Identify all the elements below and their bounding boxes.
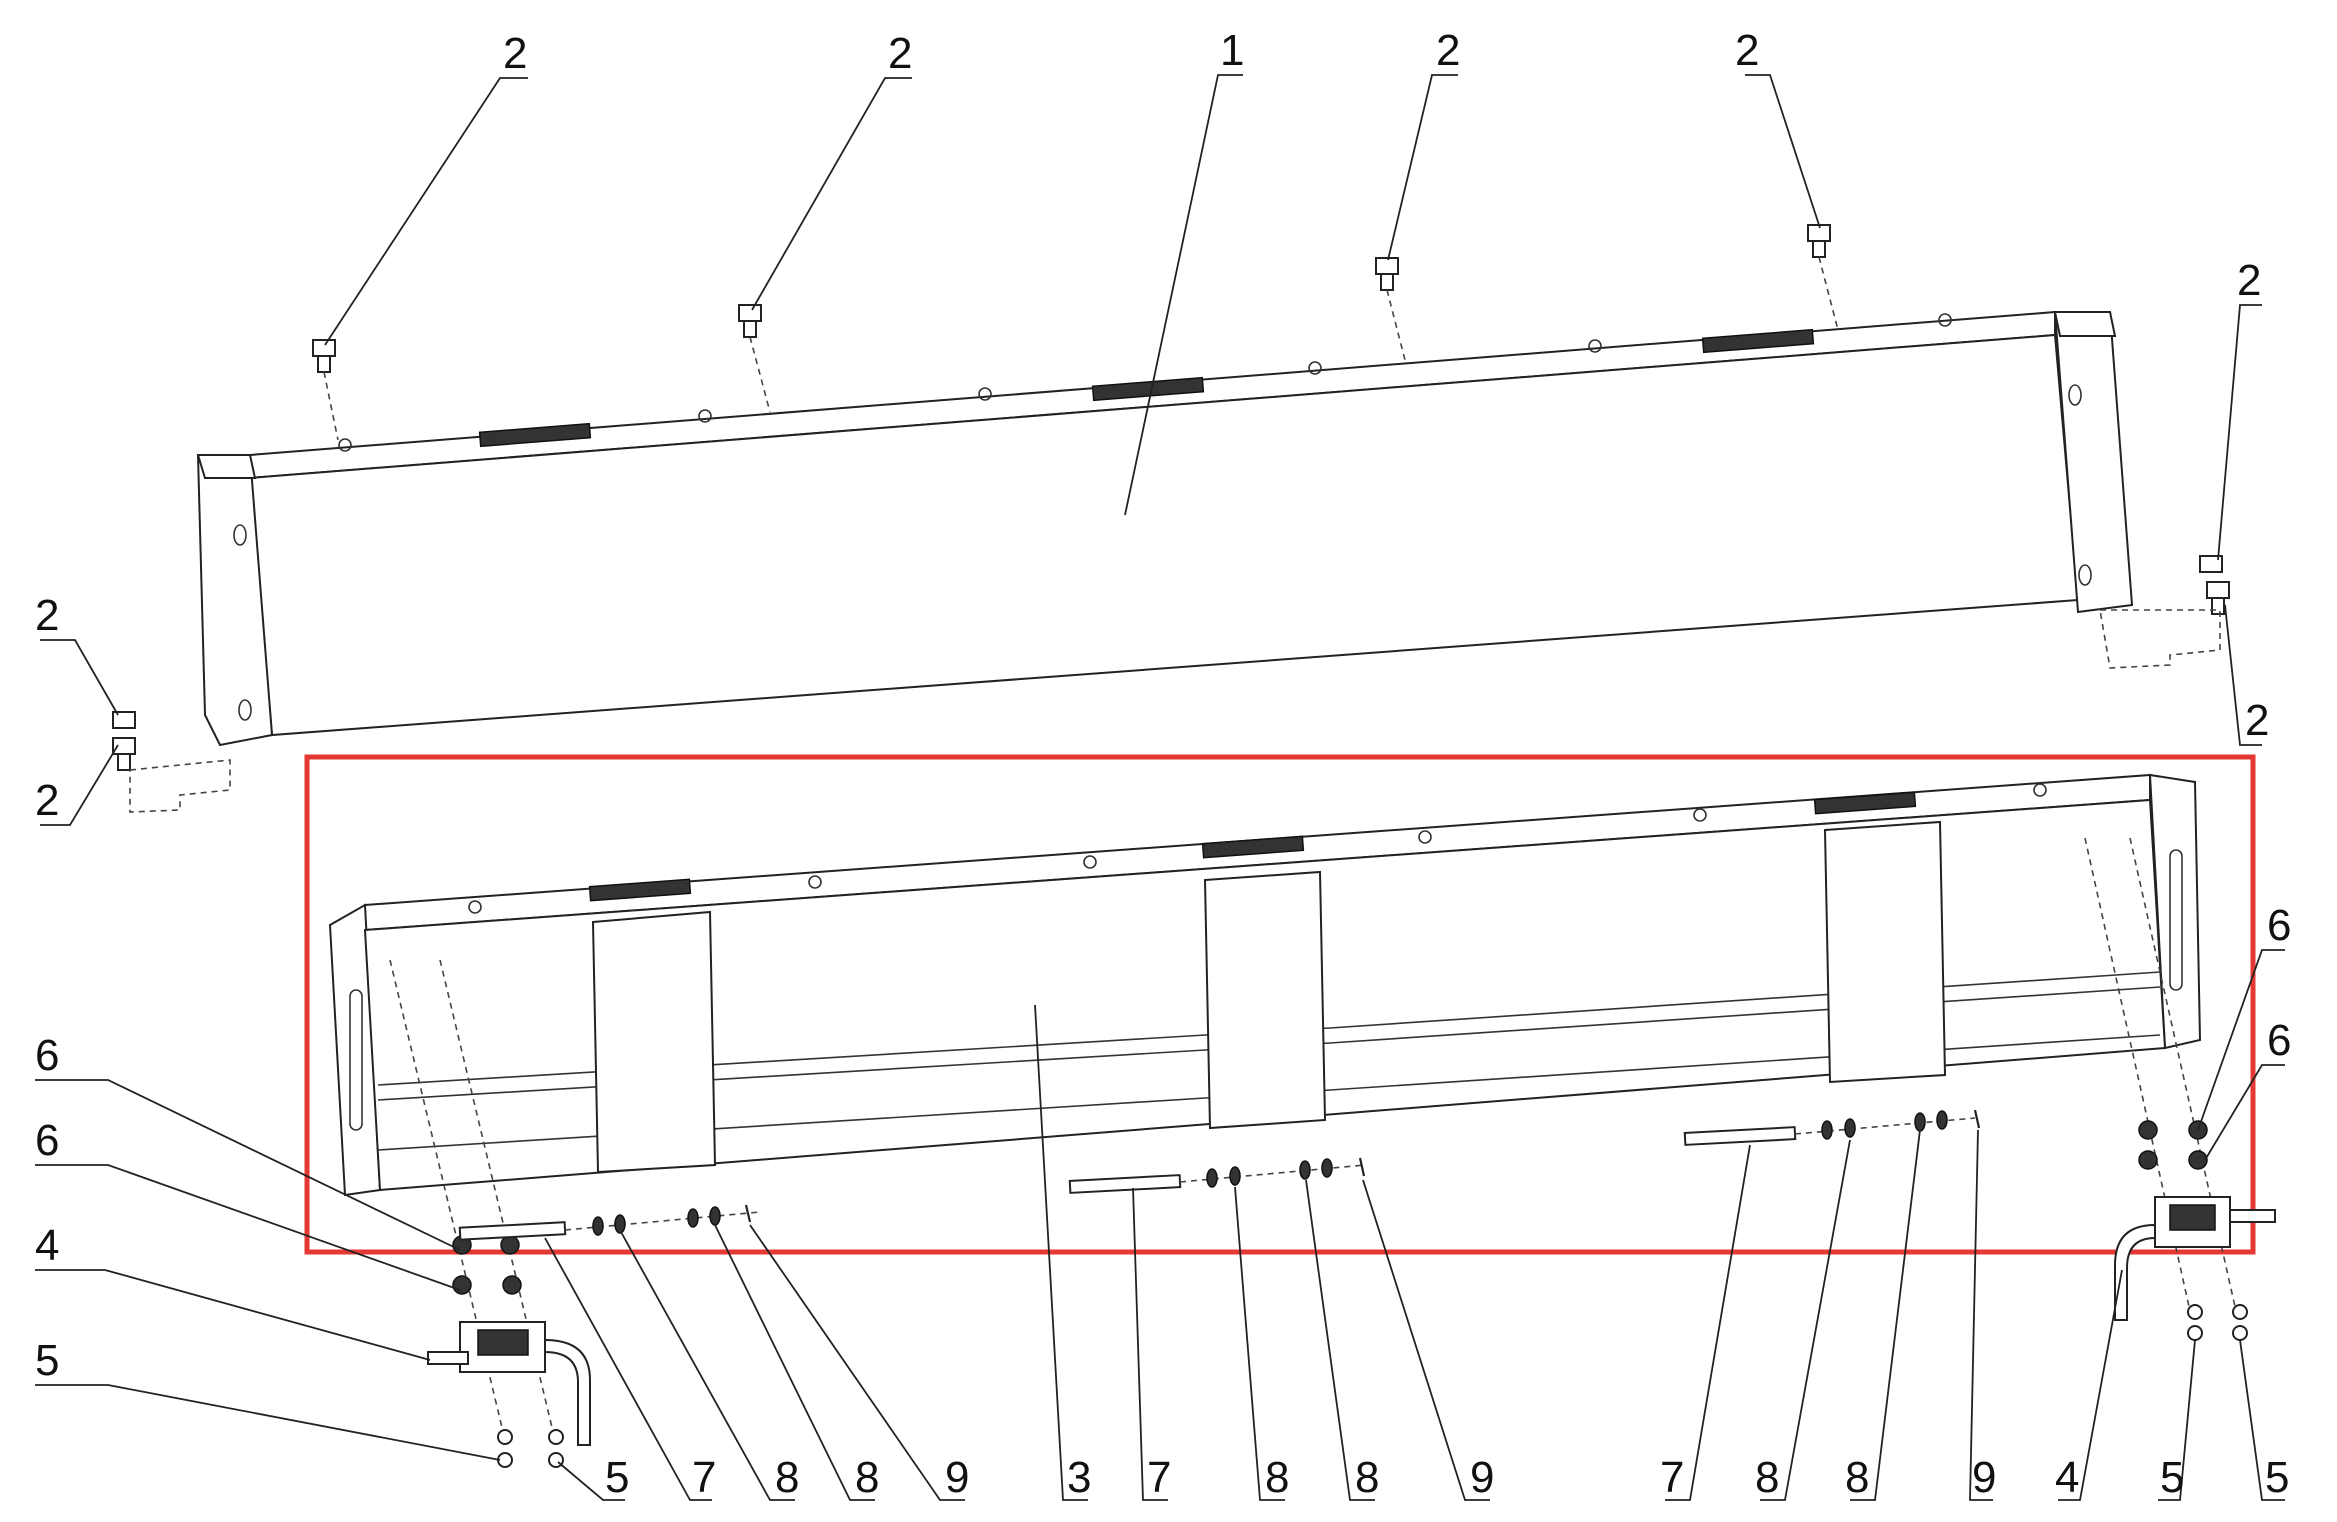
lower-frame xyxy=(328,773,2202,1197)
callout-label: 2 xyxy=(1436,26,1460,75)
bolt-icon xyxy=(1375,257,1399,291)
latch-handle-left xyxy=(544,1338,591,1446)
bolt-icon xyxy=(1807,224,1831,258)
callout-label: 5 xyxy=(605,1453,629,1502)
callout-label: 9 xyxy=(1972,1453,1996,1502)
bolt-icon xyxy=(312,339,336,373)
callout-label: 7 xyxy=(1147,1453,1171,1502)
callout-label: 1 xyxy=(1220,26,1244,75)
upper-panel-left-tab xyxy=(196,454,257,479)
pin-icon xyxy=(1068,1174,1182,1194)
lower-frame-holes xyxy=(349,783,2183,1131)
callout-label: 7 xyxy=(692,1453,716,1502)
callout-label: 2 xyxy=(1735,26,1759,75)
callout-label: 6 xyxy=(35,1116,59,1165)
lower-slot-3 xyxy=(1813,791,1917,815)
callout-label: 2 xyxy=(2237,256,2261,305)
lower-slot-1 xyxy=(588,878,692,902)
callout-label: 2 xyxy=(503,29,527,78)
bolts-top xyxy=(112,224,2230,813)
callout-label: 2 xyxy=(888,29,912,78)
callout-label: 5 xyxy=(2265,1453,2289,1502)
upper-slot-1 xyxy=(478,422,592,448)
callout-label: 8 xyxy=(1265,1453,1289,1502)
lower-frame-post-left xyxy=(591,910,717,1174)
bolt-icon xyxy=(738,304,762,338)
lower-frame-post-right xyxy=(1823,820,1947,1084)
lower-slot-2 xyxy=(1201,835,1305,859)
pins-and-washers xyxy=(458,1109,1981,1241)
pin-icon xyxy=(1683,1126,1797,1146)
upper-slot-3 xyxy=(1701,328,1815,354)
bolt-icon xyxy=(112,711,136,771)
leader-lines xyxy=(35,74,2285,1501)
callout-label: 6 xyxy=(2267,1016,2291,1065)
latch-handle-right xyxy=(2114,1223,2156,1321)
callout-label: 2 xyxy=(2245,696,2269,745)
upper-panel-right-tab xyxy=(2053,311,2117,337)
callout-labels: 2 2 1 2 2 2 2 2 2 6 6 4 5 5 7 8 8 9 3 7 … xyxy=(35,26,2291,1502)
lower-frame-post-center xyxy=(1203,870,1327,1130)
callout-label: 8 xyxy=(775,1453,799,1502)
right-latch-assembly xyxy=(2084,837,2276,1341)
callout-label: 9 xyxy=(945,1453,969,1502)
callout-label: 8 xyxy=(1755,1453,1779,1502)
callout-label: 5 xyxy=(2160,1453,2184,1502)
upper-slot-2 xyxy=(1091,376,1205,402)
callout-label: 2 xyxy=(35,776,59,825)
callout-label: 3 xyxy=(1067,1453,1091,1502)
upper-panel xyxy=(196,310,2134,747)
highlight-box xyxy=(304,754,2256,1255)
pin-icon xyxy=(458,1221,567,1241)
callout-label: 6 xyxy=(35,1031,59,1080)
callout-label: 8 xyxy=(855,1453,879,1502)
callout-label: 2 xyxy=(35,591,59,640)
callout-label: 6 xyxy=(2267,901,2291,950)
callout-label: 8 xyxy=(1355,1453,1379,1502)
callout-label: 4 xyxy=(2055,1453,2079,1502)
upper-panel-holes xyxy=(233,313,2092,721)
bolt-icon xyxy=(2199,555,2230,615)
callout-label: 4 xyxy=(35,1221,59,1270)
callout-label: 5 xyxy=(35,1336,59,1385)
callout-label: 7 xyxy=(1660,1453,1684,1502)
callout-label: 8 xyxy=(1845,1453,1869,1502)
callout-label: 9 xyxy=(1470,1453,1494,1502)
